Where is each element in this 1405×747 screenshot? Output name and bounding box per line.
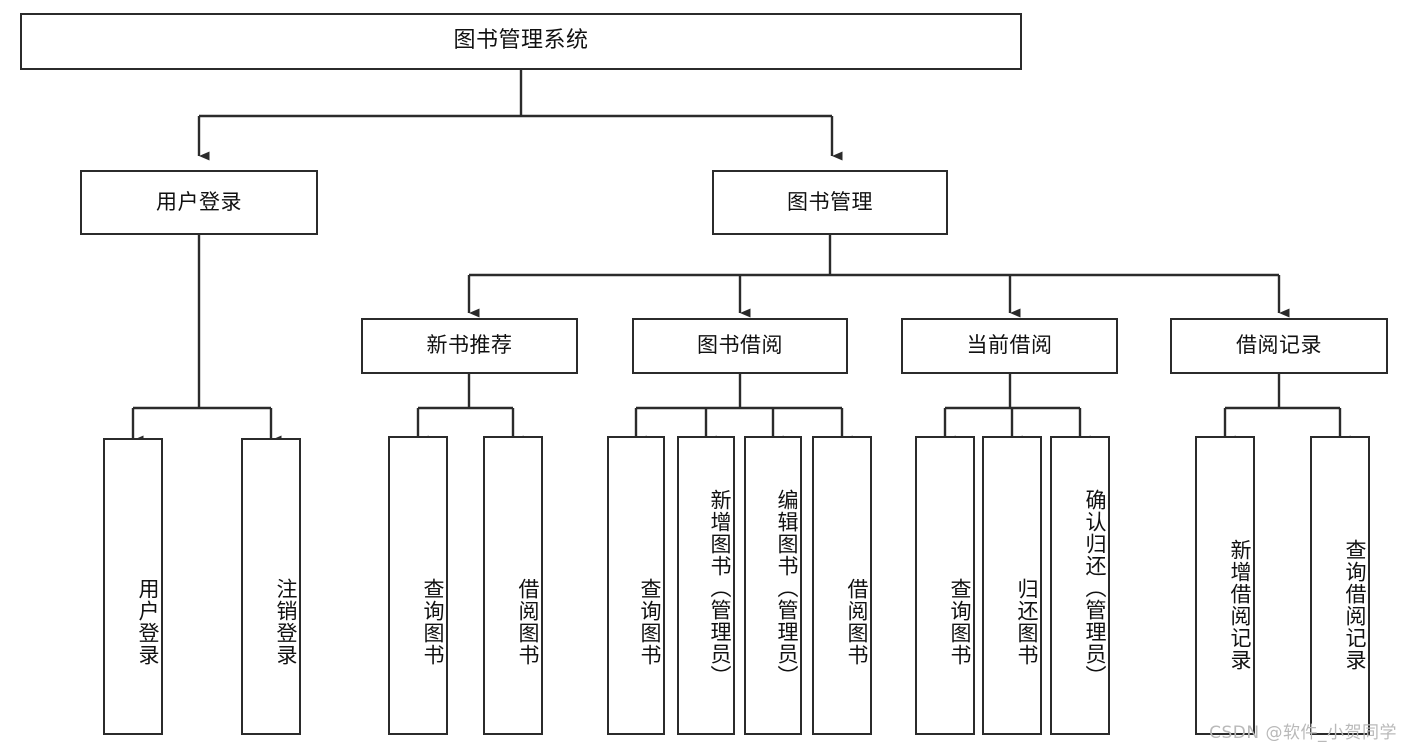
node-book-borrow[interactable]: 图书借阅 <box>632 318 848 374</box>
node-label: 图书管理系统 <box>453 28 589 54</box>
node-label: 图书管理 <box>787 189 873 214</box>
watermark-text: CSDN @软件_小贺同学 <box>1209 723 1397 743</box>
leaf-borrow-book-borrow[interactable]: 借阅图书 <box>812 436 872 735</box>
node-label: 新增借阅记录 <box>1228 538 1252 671</box>
node-label: 编辑图书（管理员） <box>775 488 799 687</box>
leaf-query-book-recommend[interactable]: 查询图书 <box>388 436 448 735</box>
leaf-add-book[interactable]: 新增图书（管理员） <box>677 436 735 735</box>
leaf-query-book-current[interactable]: 查询图书 <box>915 436 975 735</box>
node-label: 确认归还（管理员） <box>1083 488 1107 687</box>
node-borrow-record[interactable]: 借阅记录 <box>1170 318 1388 374</box>
node-user-login[interactable]: 用户登录 <box>80 170 318 235</box>
node-root-book-management-system[interactable]: 图书管理系统 <box>20 13 1022 70</box>
node-label: 新书推荐 <box>426 333 513 358</box>
node-label: 查询图书 <box>948 577 972 666</box>
leaf-query-borrow-record[interactable]: 查询借阅记录 <box>1310 436 1370 735</box>
node-label: 查询图书 <box>421 577 445 666</box>
node-label: 当前借阅 <box>966 333 1053 358</box>
node-label: 查询借阅记录 <box>1343 538 1367 671</box>
node-label: 用户登录 <box>156 189 242 214</box>
node-current-borrow[interactable]: 当前借阅 <box>901 318 1118 374</box>
node-book-management[interactable]: 图书管理 <box>712 170 948 235</box>
node-new-book-recommend[interactable]: 新书推荐 <box>361 318 578 374</box>
node-label: 归还图书 <box>1015 577 1039 666</box>
node-label: 图书借阅 <box>697 333 783 358</box>
leaf-add-borrow-record[interactable]: 新增借阅记录 <box>1195 436 1255 735</box>
leaf-query-book-borrow[interactable]: 查询图书 <box>607 436 665 735</box>
node-label: 用户登录 <box>136 577 160 666</box>
leaf-borrow-book-recommend[interactable]: 借阅图书 <box>483 436 543 735</box>
node-label: 借阅图书 <box>516 577 540 666</box>
leaf-user-login[interactable]: 用户登录 <box>103 438 163 735</box>
node-label: 借阅图书 <box>845 577 869 666</box>
node-label: 查询图书 <box>638 577 662 666</box>
leaf-confirm-return[interactable]: 确认归还（管理员） <box>1050 436 1110 735</box>
node-label: 注销登录 <box>274 577 298 666</box>
node-label: 新增图书（管理员） <box>708 488 732 687</box>
leaf-return-book[interactable]: 归还图书 <box>982 436 1042 735</box>
leaf-logout[interactable]: 注销登录 <box>241 438 301 735</box>
leaf-edit-book[interactable]: 编辑图书（管理员） <box>744 436 802 735</box>
node-label: 借阅记录 <box>1236 333 1322 358</box>
